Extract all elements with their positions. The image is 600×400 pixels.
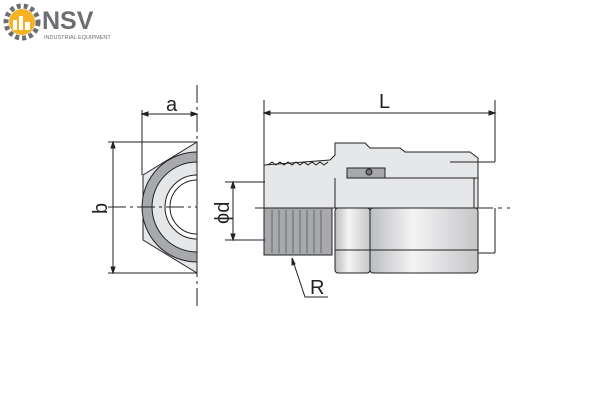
label-L: L [379,91,390,113]
dimension-L [262,100,497,165]
dimension-d [225,180,265,242]
hex-nut-small [334,207,371,274]
gear-icon [3,3,41,41]
logo-tagline: INDUSTRIAL EQUIPMENT [44,35,111,41]
logo-name: NSV [42,7,94,35]
side-view [255,142,510,274]
dimension-b [108,140,197,275]
male-thread [263,207,333,256]
dimension-R-leader [291,257,328,298]
hex-body [369,207,479,274]
label-d: ϕd [212,202,234,224]
label-R: R [310,277,324,299]
label-b: b [90,203,112,214]
dimension-a [140,110,199,175]
nsv-logo: NSV INDUSTRIAL EQUIPMENT [3,3,111,41]
label-a: a [166,94,178,116]
end-view [108,85,198,310]
